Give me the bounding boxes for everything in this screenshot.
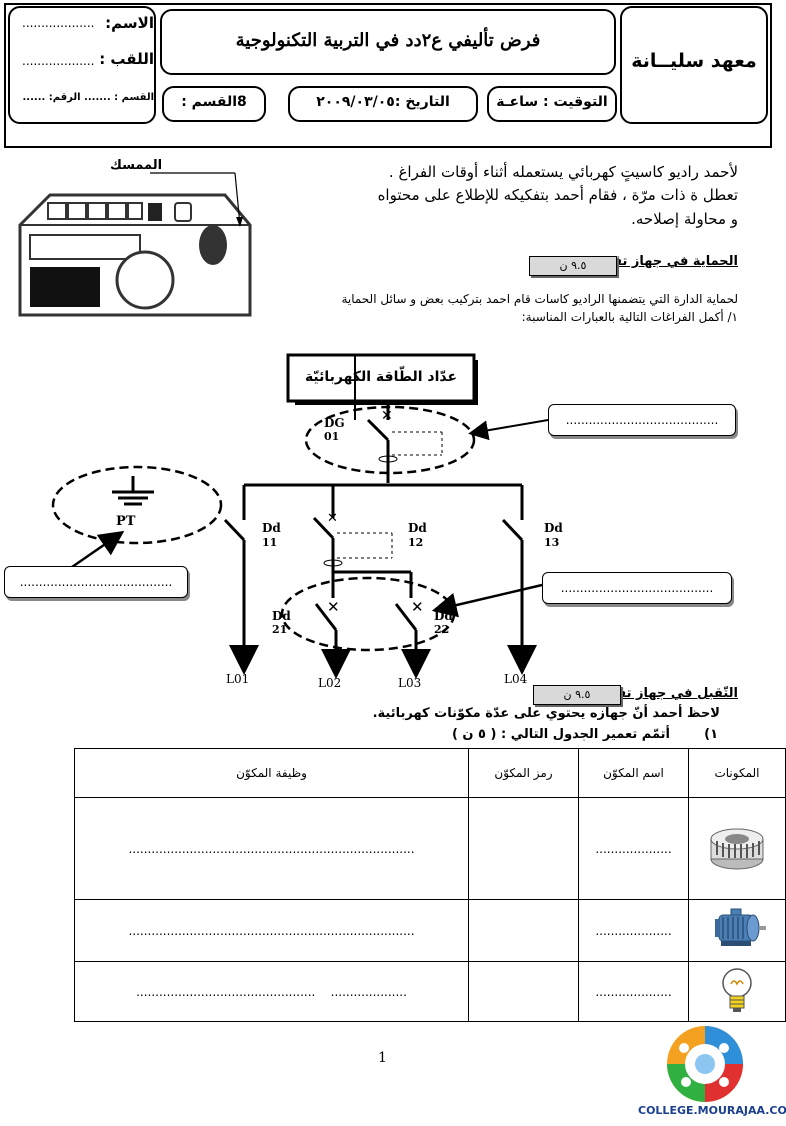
school-box (620, 6, 768, 124)
col-function: وظيفة المكوّن (74, 748, 469, 798)
answer-box-pt-dots: ........................................ (19, 575, 173, 589)
dd22-number: 22 (434, 623, 450, 636)
intro-line-3: و محاولة إصلاحه. (631, 210, 738, 228)
answer-box-dg-dots: ........................................ (565, 413, 719, 427)
section1-title: الحماية في جهاز تقني (594, 254, 738, 269)
table-row: .................... ...................… (74, 961, 786, 1022)
col-components: المكونات (688, 748, 786, 798)
page-number: 1 (378, 1050, 387, 1066)
name-dots: .................... (595, 984, 672, 999)
components-table: المكونات اسم المكوّن رمز المكوّن وظيفة ا… (74, 748, 786, 1022)
name-dots: ................... (22, 16, 95, 30)
col-symbol: رمز المكوّن (468, 748, 579, 798)
function-dots: ........................................… (128, 923, 415, 938)
school-name: معهد سليــانة (631, 50, 757, 72)
dd21-label: Dd (272, 609, 291, 623)
light-bulb-icon (722, 968, 752, 1012)
site-url: COLLEGE.MOURAJAA.COM (638, 1104, 786, 1117)
answer-box-dd[interactable]: ........................................ (542, 572, 732, 604)
dg-number: 01 (324, 430, 340, 443)
svg-text:✕: ✕ (411, 598, 424, 616)
header-frame (4, 3, 772, 148)
svg-text:✕: ✕ (381, 408, 393, 424)
dd12-number: 12 (408, 536, 424, 549)
exam-date: التاريخ :٢٠٠٩/٠٣/٠٥ (316, 94, 450, 110)
function-cell[interactable]: ........................................… (74, 899, 469, 962)
section1-points: ٩.٥ ن (529, 256, 617, 276)
meter-label: عدّاد الطّاقة الكهربائيّة (304, 369, 458, 385)
radio-illustration (18, 172, 252, 317)
name-cell[interactable]: .................... (578, 961, 689, 1022)
intro-line-1: لأحمد راديو كاسيتٍ كهربائي يستعمله أثناء… (388, 163, 738, 181)
section1-text-2: ١/ أكمل الفراغات التالية بالعبارات المنا… (521, 310, 738, 324)
duration-box (487, 86, 617, 122)
dd12-label: Dd (408, 521, 427, 535)
name-cell[interactable]: .................... (578, 797, 689, 900)
function-cell[interactable]: ........................................… (74, 797, 469, 900)
answer-box-dg[interactable]: ........................................ (548, 404, 736, 436)
pt-label: PT (116, 514, 136, 529)
section-box (162, 86, 266, 122)
question-text: أتمّم تعمير الجدول التالي : ( ٥ ن ) (451, 727, 670, 742)
dd21-number: 21 (272, 623, 288, 636)
name-dots: .................... (595, 841, 672, 856)
symbol-cell[interactable] (468, 899, 579, 962)
name-dots: .................... (595, 923, 672, 938)
section-label: 8القسم : (181, 94, 247, 110)
name-label: الاسم: (105, 14, 154, 32)
line-l03: L03 (398, 676, 422, 690)
svg-text:✕: ✕ (327, 598, 340, 616)
table-row: .................... ...................… (74, 797, 786, 900)
surname-dots: ................... (22, 54, 95, 68)
dd13-number: 13 (544, 536, 560, 549)
component-image-cell (688, 899, 786, 962)
answer-box-pt[interactable]: ........................................ (4, 566, 188, 598)
student-info-box (8, 6, 156, 124)
section2-title: التّقبل في جهاز تقني (598, 686, 738, 701)
title-box (160, 9, 616, 75)
function-cell[interactable]: .................... ...................… (74, 961, 469, 1022)
component-image-cell (688, 961, 786, 1022)
function-dots-b: ........................................… (136, 984, 316, 999)
surname-label: اللقب : (99, 50, 154, 68)
component-image-cell (688, 797, 786, 900)
function-dots: ........................................… (128, 841, 415, 856)
intro-line-2: تعطل ة ذات مرّة ، فقام أحمد بتفكيكه للإط… (377, 186, 738, 204)
section2-text-1: لاحظ أحمد أنّ جهازه يحتوي على عدّة مكوّن… (372, 706, 720, 721)
handle-label: الممسك (110, 158, 163, 173)
line-l02: L02 (318, 676, 342, 690)
transformer-icon (710, 828, 764, 870)
name-cell[interactable]: .................... (578, 899, 689, 962)
line-l04: L04 (504, 672, 528, 686)
section2-points: ٩.٥ ن (533, 685, 621, 705)
exam-duration: التوقيت : ساعـة (496, 94, 608, 110)
question-number: ١) (704, 727, 718, 742)
col-name: اسم المكوّن (578, 748, 689, 798)
svg-text:✕: ✕ (327, 511, 338, 526)
symbol-cell[interactable] (468, 797, 579, 900)
site-logo (667, 1026, 743, 1102)
table-header-row: المكونات اسم المكوّن رمز المكوّن وظيفة ا… (74, 748, 786, 798)
date-box (288, 86, 478, 122)
symbol-cell[interactable] (468, 961, 579, 1022)
dd11-label: Dd (262, 521, 281, 535)
dd13-label: Dd (544, 521, 563, 535)
exam-title: فرض تأليفي ع٢دد في التربية التكنولوجية (235, 30, 541, 51)
dd11-number: 11 (262, 536, 278, 549)
protection-circuit-diagram: ✕ ✕ ✕ ✕ (51, 353, 549, 679)
electric-motor-icon (715, 908, 766, 946)
function-dots-a: .................... (330, 984, 407, 999)
table-row: .................... ...................… (74, 899, 786, 962)
line-l01: L01 (226, 672, 250, 686)
dd22-label: Dd (434, 609, 453, 623)
dg-label: DG (324, 416, 345, 430)
section1-text-1: لحماية الدارة التي يتضمنها الراديو كاسات… (341, 292, 738, 306)
answer-box-dd-dots: ........................................ (560, 581, 714, 595)
class-number-line: القسم : ....... الرقم: ...... (22, 92, 155, 103)
